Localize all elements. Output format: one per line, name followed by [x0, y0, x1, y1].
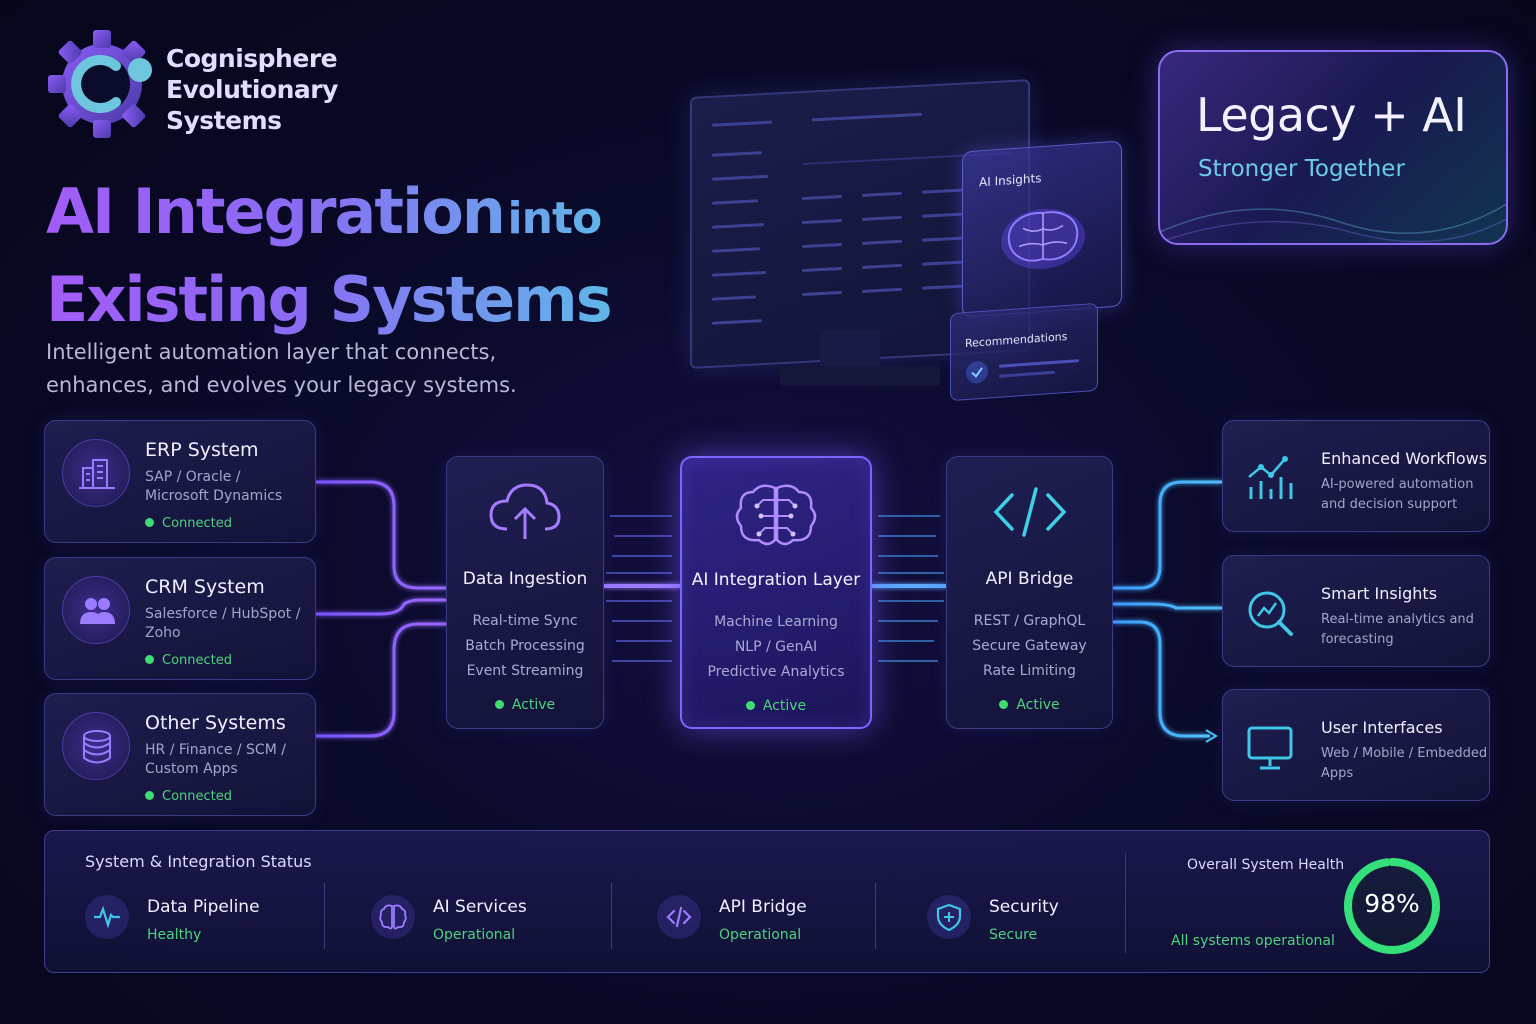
ai-insights-label: AI Insights	[979, 171, 1042, 190]
pipeline-feature: Predictive Analytics	[707, 664, 845, 680]
wave-decoration	[1160, 203, 1506, 243]
status-badge: Connected	[145, 789, 232, 804]
chart-up-icon	[1248, 456, 1293, 499]
output-desc: AI-powered automation and decision suppo…	[1321, 477, 1474, 512]
source-title: CRM System	[145, 576, 265, 598]
monitor-base	[780, 366, 940, 386]
status-item-title: Security	[989, 897, 1059, 917]
status-item-title: AI Services	[433, 897, 527, 917]
status-badge: Connected	[145, 516, 232, 531]
divider	[611, 883, 612, 949]
brand-line-2: Evolutionary	[166, 75, 338, 104]
code-icon	[993, 487, 1066, 537]
health-label: Overall System Health	[1187, 857, 1345, 873]
source-desc: Salesforce / HubSpot / Zoho	[145, 606, 301, 641]
status-item-value: Operational	[719, 927, 802, 943]
output-card-interfaces[interactable]: User Interfaces Web / Mobile / Embedded …	[1222, 689, 1490, 801]
status-item-title: Data Pipeline	[147, 897, 260, 917]
source-card-crm[interactable]: CRM System Salesforce / HubSpot / Zoho C…	[44, 557, 316, 680]
pipeline-feature: NLP / GenAI	[734, 639, 818, 655]
output-desc: Web / Mobile / Embedded Apps	[1321, 746, 1488, 781]
status-badge: Connected	[145, 653, 232, 668]
check-circle-icon	[966, 361, 988, 384]
recommendations-label: Recommendations	[965, 329, 1068, 351]
pipeline-feature: Event Streaming	[466, 663, 584, 679]
pipeline-title: API Bridge	[985, 569, 1074, 589]
brand-logo: Cognisphere Evolutionary Systems	[44, 26, 364, 144]
pipeline-feature: REST / GraphQL	[973, 613, 1086, 629]
system-status-bar: System & Integration Status Data Pipelin…	[44, 830, 1490, 973]
health-value: 98%	[1364, 889, 1420, 918]
status-item-value: Operational	[433, 927, 516, 943]
output-title: Enhanced Workflows	[1321, 449, 1488, 468]
callout-subtitle: Stronger Together	[1198, 156, 1405, 182]
shield-icon	[936, 903, 962, 931]
code-icon	[666, 906, 692, 928]
cloud-upload-icon	[489, 483, 561, 539]
source-card-erp[interactable]: ERP System SAP / Oracle / Microsoft Dyna…	[44, 420, 316, 543]
status-badge: Active	[447, 697, 603, 713]
source-card-other[interactable]: Other Systems HR / Finance / SCM / Custo…	[44, 693, 316, 816]
status-item-value: Healthy	[147, 927, 202, 943]
pipeline-title: AI Integration Layer	[691, 570, 861, 590]
pipeline-feature: Secure Gateway	[972, 638, 1087, 654]
monitor-stand	[820, 330, 880, 370]
divider	[875, 883, 876, 949]
pulse-icon	[94, 905, 120, 929]
gear-logo-icon	[48, 30, 152, 138]
output-title: User Interfaces	[1321, 718, 1443, 737]
source-title: ERP System	[145, 439, 259, 461]
callout-title: Legacy + AI	[1196, 88, 1467, 142]
status-badge: Active	[682, 698, 870, 714]
brain-icon	[379, 904, 407, 930]
source-desc: SAP / Oracle / Microsoft Dynamics	[145, 469, 283, 504]
legacy-ai-callout: Legacy + AI Stronger Together	[1158, 50, 1508, 245]
health-gauge	[1344, 858, 1440, 954]
pipeline-feature: Real-time Sync	[472, 613, 578, 629]
divider	[324, 883, 325, 949]
pipeline-feature: Batch Processing	[465, 638, 585, 654]
pipeline-title: Data Ingestion	[462, 569, 588, 589]
ai-insights-panel: AI Insights	[962, 140, 1122, 318]
pipeline-feature: Machine Learning	[714, 614, 838, 630]
pipeline-card-ai-integration[interactable]: AI Integration Layer Machine Learning NL…	[680, 456, 872, 729]
analytics-search-icon	[1248, 591, 1293, 636]
pipeline-feature: Rate Limiting	[983, 663, 1076, 679]
divider	[1125, 853, 1126, 953]
database-icon	[83, 730, 111, 764]
pipeline-card-api-bridge[interactable]: API Bridge REST / GraphQL Secure Gateway…	[946, 456, 1113, 729]
health-gauge-arc	[1344, 858, 1440, 954]
status-badge: Active	[947, 697, 1112, 713]
title-part-2: into	[507, 193, 602, 244]
health-note: All systems operational	[1171, 933, 1335, 949]
source-title: Other Systems	[145, 712, 286, 734]
brain-glow-icon	[1001, 208, 1085, 270]
pipeline-card-data-ingestion[interactable]: Data Ingestion Real-time Sync Batch Proc…	[446, 456, 604, 729]
status-item-value: Secure	[989, 927, 1038, 943]
output-title: Smart Insights	[1321, 584, 1438, 603]
output-card-insights[interactable]: Smart Insights Real-time analytics and f…	[1222, 555, 1490, 667]
output-card-workflows[interactable]: Enhanced Workflows AI-powered automation…	[1222, 420, 1490, 532]
recommendations-panel: Recommendations	[950, 302, 1098, 402]
page-subtitle: Intelligent automation layer that connec…	[46, 340, 517, 397]
page-title: AI Integration into Existing Systems	[46, 175, 613, 336]
brand-line-1: Cognisphere	[166, 44, 338, 73]
users-icon	[80, 598, 115, 624]
monitor-icon	[1247, 726, 1293, 770]
building-icon	[79, 459, 115, 489]
title-part-3: Existing Systems	[46, 263, 613, 336]
brain-icon	[735, 484, 817, 546]
status-item-title: API Bridge	[719, 897, 807, 917]
title-part-1: AI Integration	[46, 175, 504, 248]
output-desc: Real-time analytics and forecasting	[1321, 612, 1474, 647]
status-bar-title: System & Integration Status	[85, 852, 312, 871]
brand-line-3: Systems	[166, 106, 282, 135]
source-desc: HR / Finance / SCM / Custom Apps	[145, 742, 286, 777]
